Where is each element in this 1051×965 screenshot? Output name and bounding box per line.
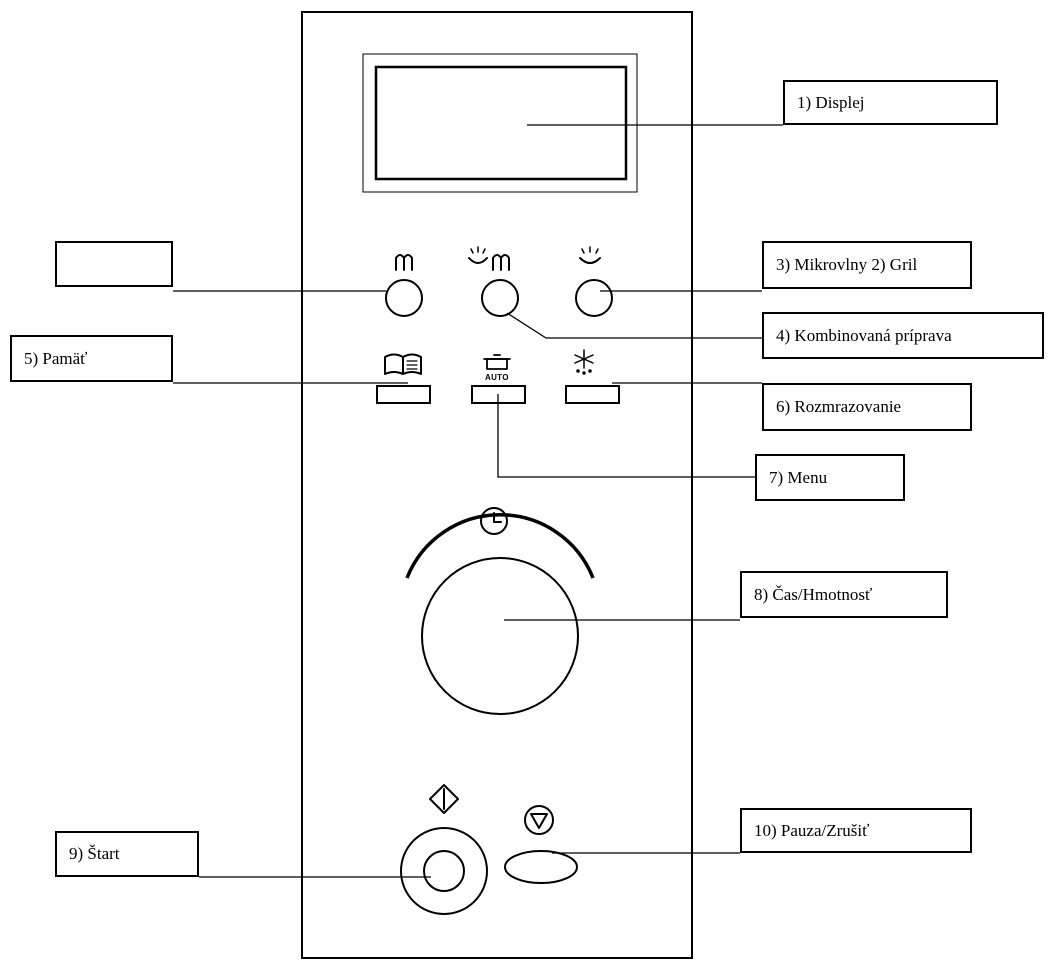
- leader-menu: [497, 394, 755, 478]
- label-start: 9) Štart: [55, 831, 199, 877]
- auto-label: AUTO: [485, 373, 509, 382]
- panel-outline: [301, 11, 693, 959]
- start-button-inner[interactable]: [423, 850, 465, 892]
- time-weight-knob[interactable]: [421, 557, 579, 715]
- display-screen: [374, 65, 628, 181]
- defrost-button[interactable]: [565, 385, 620, 404]
- microwave-icon: [395, 254, 413, 271]
- label-pauza: 10) Pauza/Zrušiť: [740, 808, 972, 853]
- label-displej: 1) Displej: [783, 80, 998, 125]
- microwave-button[interactable]: [385, 279, 423, 317]
- start-icon: [429, 784, 459, 814]
- pot-icon: [483, 354, 511, 370]
- book-icon: [384, 353, 422, 375]
- grill-icon: [579, 246, 601, 264]
- stop-icon: [524, 805, 554, 835]
- clock-icon: [480, 507, 508, 535]
- label-mikrovlny-gril: 3) Mikrovlny 2) Gril: [762, 241, 972, 289]
- grill-button[interactable]: [575, 279, 613, 317]
- dial-arc: [405, 513, 595, 579]
- label-pamat: 5) Pamäť: [10, 335, 173, 382]
- grill-microwave-icon: [468, 246, 510, 271]
- label-empty: [55, 241, 173, 287]
- combi-button[interactable]: [481, 279, 519, 317]
- label-menu: 7) Menu: [755, 454, 905, 501]
- label-kombinovana: 4) Kombinovaná príprava: [762, 312, 1044, 359]
- leader-kombinovana: [506, 312, 762, 339]
- label-rozmrazovanie: 6) Rozmrazovanie: [762, 383, 972, 431]
- label-cas-hmotnost: 8) Čas/Hmotnosť: [740, 571, 948, 618]
- snowflake-icon: [574, 349, 594, 375]
- memory-button[interactable]: [376, 385, 431, 404]
- display-frame: [362, 53, 638, 193]
- stop-button[interactable]: [504, 850, 578, 884]
- start-button-outer[interactable]: [400, 827, 488, 915]
